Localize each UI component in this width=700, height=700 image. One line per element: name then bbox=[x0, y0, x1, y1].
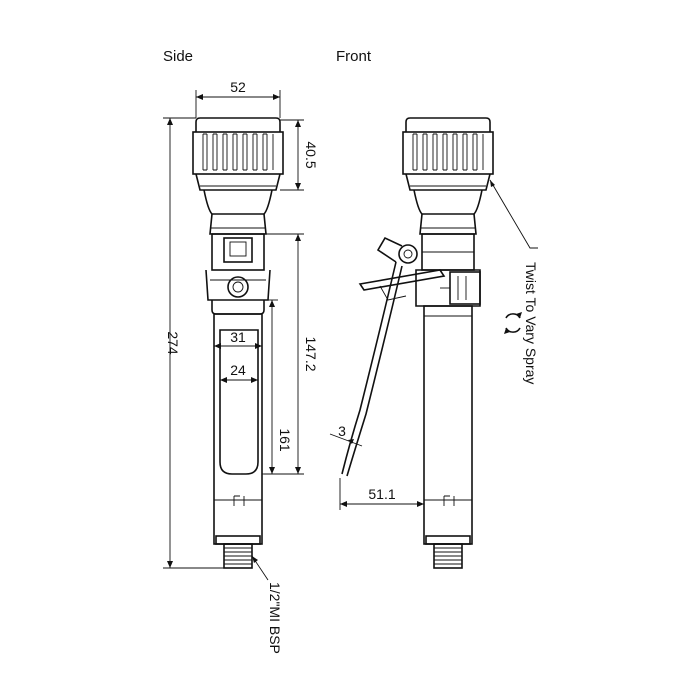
dim-head-height-value: 40.5 bbox=[303, 141, 319, 168]
dim-head-width: 52 bbox=[195, 79, 281, 118]
thread-leader: 1/2"MI BSP bbox=[251, 555, 283, 654]
rotate-arrows-icon bbox=[504, 312, 522, 334]
thread-note: 1/2"MI BSP bbox=[267, 582, 283, 654]
dim-handle-outer-value: 31 bbox=[230, 329, 246, 345]
front-view-label: Front bbox=[336, 48, 372, 65]
dim-head-height: 40.5 bbox=[280, 119, 319, 191]
side-view-label: Side bbox=[163, 48, 194, 65]
side-valve-block bbox=[205, 233, 271, 301]
dim-slot-length-value: 161 bbox=[277, 428, 293, 452]
dim-lever-offset: 51.1 bbox=[339, 478, 425, 510]
dim-overall-length-value: 274 bbox=[165, 331, 181, 355]
trigger-lever bbox=[341, 236, 446, 477]
front-neck bbox=[413, 189, 483, 271]
dim-lever-offset-value: 51.1 bbox=[368, 486, 395, 502]
side-view: 52 40.5 274 31 bbox=[163, 79, 319, 654]
side-neck bbox=[203, 189, 273, 235]
front-view: 3 51.1 Twist To Vary Spray bbox=[329, 117, 539, 569]
dim-overall-length: 274 bbox=[163, 117, 224, 569]
front-thread bbox=[433, 543, 463, 569]
dim-handle-inner: 24 bbox=[220, 362, 258, 383]
front-nozzle-head bbox=[402, 117, 494, 191]
dim-slot-length: 161 bbox=[262, 299, 293, 475]
front-handle bbox=[423, 305, 473, 545]
dim-lever-thickness-value: 3 bbox=[338, 423, 346, 439]
dim-lever-to-base: 147.2 bbox=[264, 233, 319, 475]
dim-lever-thickness: 3 bbox=[329, 423, 363, 447]
dim-head-width-value: 52 bbox=[230, 79, 246, 95]
twist-leader: Twist To Vary Spray bbox=[489, 179, 539, 384]
dim-handle-inner-value: 24 bbox=[230, 362, 246, 378]
dim-lever-to-base-value: 147.2 bbox=[303, 336, 319, 371]
front-side-valve bbox=[415, 269, 481, 307]
side-nozzle-head bbox=[192, 117, 284, 191]
side-thread bbox=[223, 543, 253, 569]
twist-note: Twist To Vary Spray bbox=[523, 262, 539, 384]
dim-handle-outer: 31 bbox=[214, 329, 262, 349]
